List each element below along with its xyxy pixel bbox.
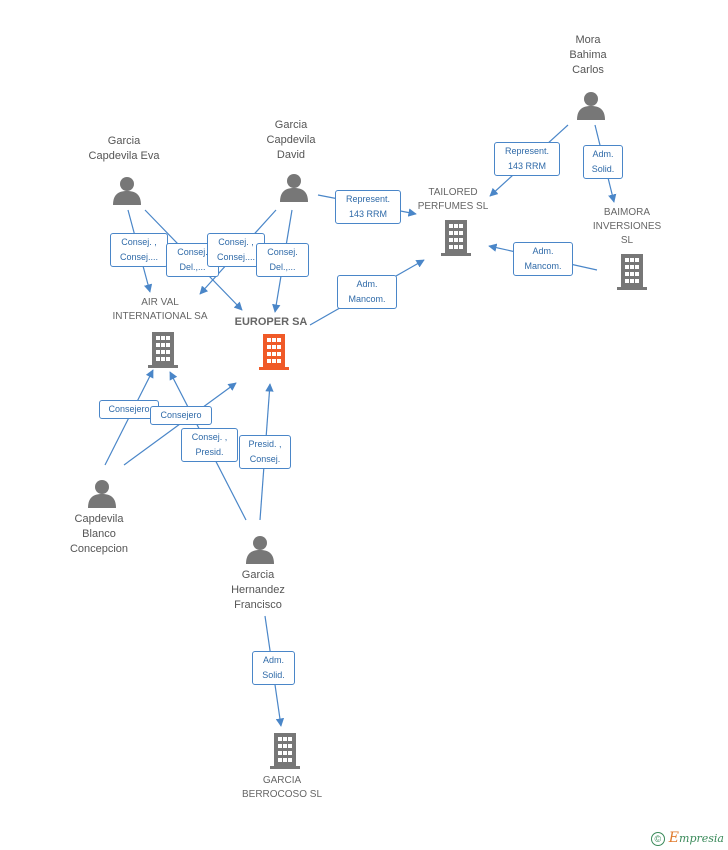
building-icon xyxy=(617,254,647,290)
edge-label-consejero: Consejero xyxy=(150,406,212,425)
node-label-tailored[interactable]: TAILORED PERFUMES SL xyxy=(417,187,489,212)
node-label-europer[interactable]: EUROPER SA xyxy=(234,316,308,328)
edge-label-consej: Consej. , Consej.... xyxy=(207,233,265,267)
node-label-baimora[interactable]: BAIMORA INVERSIONES SL xyxy=(592,207,662,246)
copyright-icon: © xyxy=(650,832,665,846)
node-label-mora[interactable]: Mora Bahima Carlos xyxy=(569,34,607,76)
brand-logo: Empresia xyxy=(668,829,724,846)
person-icon xyxy=(246,536,274,564)
edge-label-adm-solid: Adm. Solid. xyxy=(583,145,623,179)
edge-label-presid-consej: Presid. , Consej. xyxy=(239,435,291,469)
person-icon xyxy=(113,177,141,205)
node-label-garcia-capdevila-david[interactable]: Garcia Capdevila David xyxy=(266,119,316,161)
edge-label-represent: Represent. 143 RRM xyxy=(494,142,560,176)
person-icon xyxy=(577,92,605,120)
building-icon xyxy=(270,733,300,769)
node-label-airval[interactable]: AIR VAL INTERNATIONAL SA xyxy=(112,297,208,322)
edge-label-consej-presid: Consej. , Presid. xyxy=(181,428,238,462)
node-label-garcia-hernandez[interactable]: Garcia Hernandez Francisco xyxy=(231,569,285,611)
edge-label-adm-solid: Adm. Solid. xyxy=(252,651,295,685)
footer-brand[interactable]: ©Empresia xyxy=(650,829,724,846)
node-label-garcia-berrocoso[interactable]: GARCIA BERROCOSO SL xyxy=(241,775,323,800)
edge-label-adm-mancom: Adm. Mancom. xyxy=(337,275,397,309)
person-icon xyxy=(280,174,308,202)
edge-label-represent: Represent. 143 RRM xyxy=(335,190,401,224)
edge-label-consej-del: Consej. Del.,... xyxy=(256,243,309,277)
building-icon xyxy=(441,220,471,256)
edge-label-adm-mancom: Adm. Mancom. xyxy=(513,242,573,276)
building-icon xyxy=(148,332,178,368)
building-focal-icon xyxy=(259,334,289,370)
node-label-garcia-capdevila-eva[interactable]: Garcia Capdevila Eva xyxy=(88,135,160,162)
node-label-capdevila-blanco[interactable]: Capdevila Blanco Concepcion xyxy=(69,513,129,555)
person-icon xyxy=(88,480,116,508)
edge-label-consej: Consej. , Consej.... xyxy=(110,233,168,267)
